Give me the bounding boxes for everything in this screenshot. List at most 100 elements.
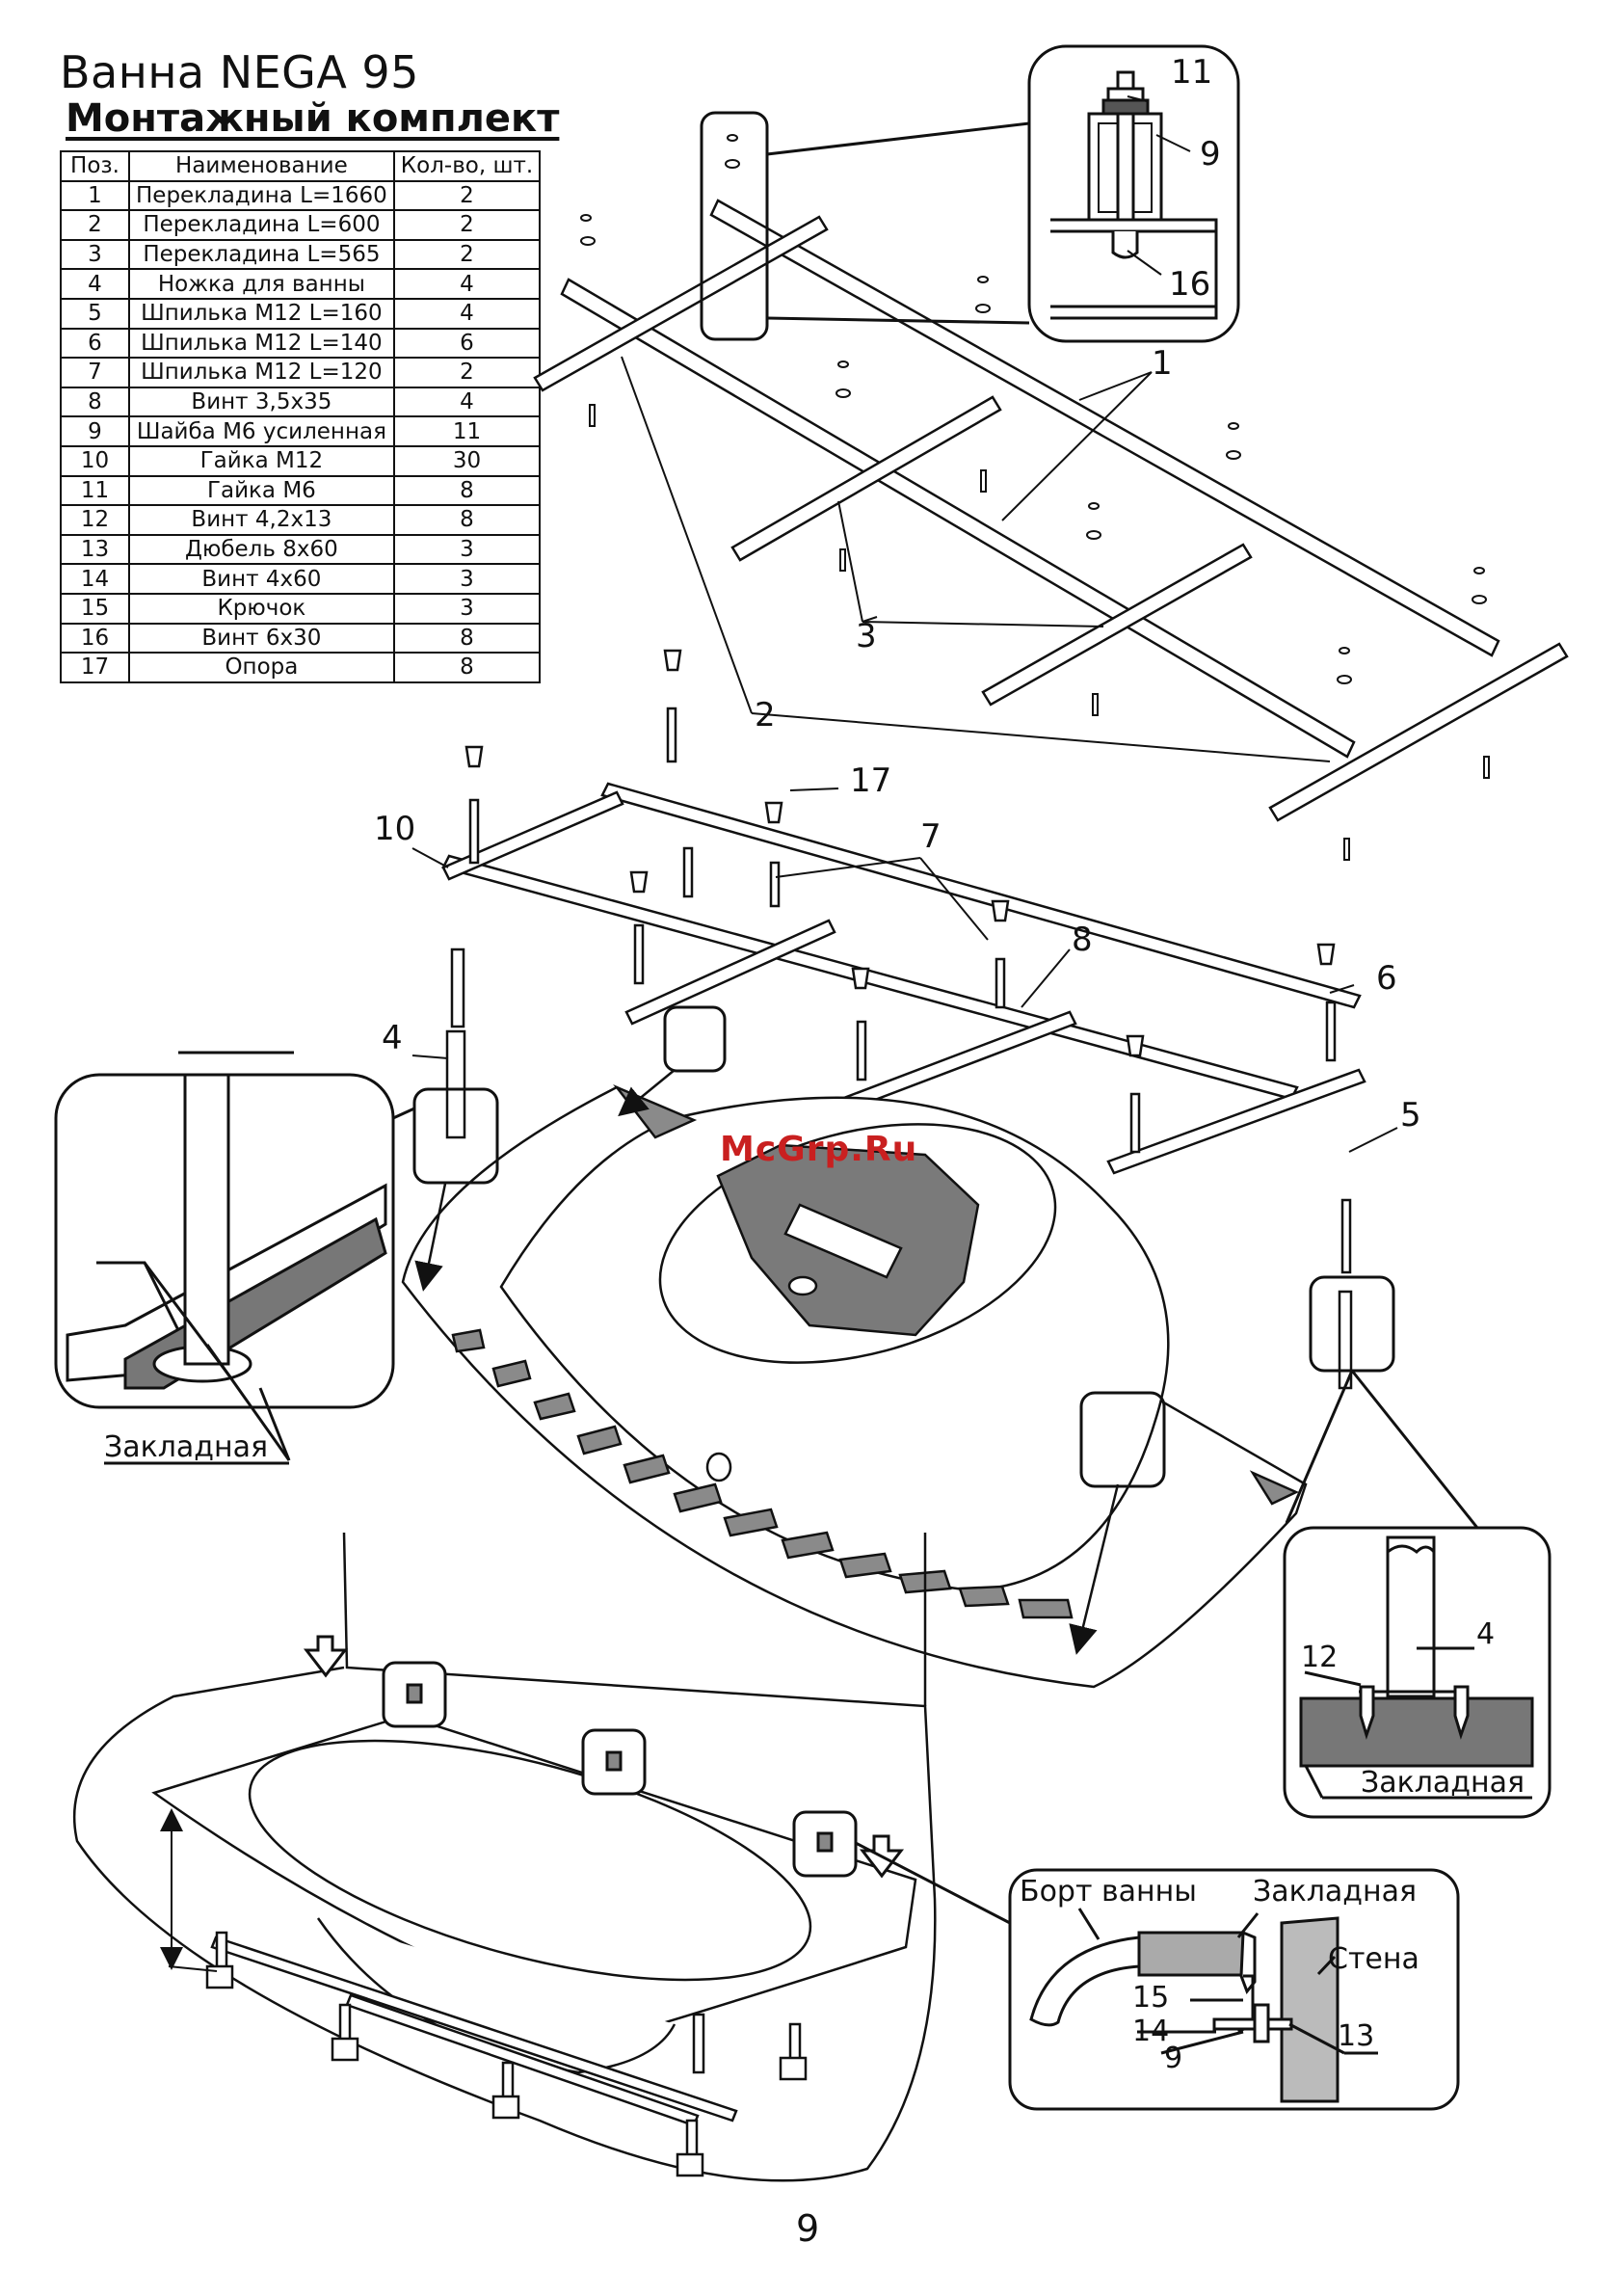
cell-name: Дюбель 8х60 (128, 533, 395, 566)
cell-position: 14 (60, 563, 130, 595)
callout-leaders (411, 95, 1398, 1153)
detail-top-9: 9 (1200, 135, 1221, 174)
callout-10: 10 (374, 810, 416, 848)
header-name: Наименование (128, 150, 395, 182)
table-header-row: Поз. Наименование Кол-во, шт. (60, 150, 542, 182)
callout-2: 2 (755, 696, 776, 734)
mid-beam-c (441, 790, 624, 881)
cell-position: 9 (60, 415, 130, 447)
cell-quantity: 3 (392, 563, 542, 595)
detail-top-fastener (700, 44, 1240, 343)
cell-position: 6 (60, 327, 130, 360)
installed-dimension (160, 1808, 218, 1972)
bathtub-top-view (401, 1083, 1308, 1689)
tub-overflow (705, 1452, 732, 1482)
cell-quantity: 3 (392, 533, 542, 566)
cell-quantity: 4 (392, 386, 542, 418)
callout-4: 4 (382, 1019, 403, 1057)
cell-position: 11 (60, 474, 130, 507)
cell-name: Винт 4,2х13 (128, 504, 395, 536)
cell-name: Опора (128, 652, 395, 683)
detail-wall-14: 14 (1132, 2015, 1170, 2048)
cell-position: 16 (60, 622, 130, 654)
cell-position: 8 (60, 386, 130, 418)
cell-position: 12 (60, 504, 130, 536)
cell-quantity: 6 (392, 327, 542, 360)
cell-name: Шпилька М12 L=160 (128, 297, 395, 330)
cell-position: 7 (60, 357, 130, 388)
detail-wall-wall: Стена (1328, 1942, 1419, 1976)
callout-6: 6 (1376, 959, 1397, 998)
cell-quantity: 2 (392, 179, 542, 212)
wall-outline (72, 1532, 937, 2182)
detail-right-embed: Закладная (1361, 1766, 1525, 1800)
callout-3: 3 (856, 617, 877, 655)
detail-wall-9: 9 (1164, 2042, 1183, 2075)
detail-wall-15: 15 (1132, 1981, 1170, 2015)
cell-quantity: 30 (392, 444, 542, 477)
cell-quantity: 4 (392, 297, 542, 330)
cell-position: 4 (60, 268, 130, 300)
cell-name: Шпилька М12 L=120 (128, 357, 395, 388)
installed-bathtub-view (72, 1532, 937, 2182)
cell-quantity: 2 (392, 238, 542, 271)
top-frame-exploded (533, 199, 1569, 822)
wall-hook-locators (303, 1635, 1011, 1925)
cell-name: Винт 6х30 (128, 622, 395, 654)
detail-highlight-box (700, 111, 769, 341)
cell-quantity: 8 (392, 474, 542, 507)
cell-quantity: 8 (392, 622, 542, 654)
middle-frame (441, 782, 1366, 1175)
cell-quantity: 2 (392, 357, 542, 388)
cell-name: Перекладина L=1660 (128, 179, 395, 212)
detail-locator-boxes (412, 1005, 1395, 1488)
cell-quantity: 8 (392, 504, 542, 536)
detail-wall-rim: Борт ванны (1020, 1875, 1197, 1909)
detail-wall-embed: Закладная (1253, 1875, 1418, 1909)
detail-wall-hook (1008, 1868, 1460, 2111)
long-beam-1a (709, 199, 1500, 657)
cell-name: Гайка М12 (128, 444, 395, 477)
cell-quantity: 11 (392, 415, 542, 447)
cell-name: Перекладина L=600 (128, 209, 395, 241)
cell-position: 1 (60, 179, 130, 212)
detail-right-4: 4 (1476, 1617, 1496, 1651)
installed-frame (205, 1931, 808, 2177)
cell-quantity: 2 (392, 209, 542, 241)
cell-name: Крючок (128, 592, 395, 625)
detail-leg-left (54, 1051, 415, 1465)
short-beam-2a (533, 215, 829, 392)
callout-7: 7 (920, 817, 942, 856)
cell-name: Перекладина L=565 (128, 238, 395, 271)
page-title: Ванна NEGA 95 (60, 46, 419, 98)
section-title: Монтажный комплект (66, 96, 560, 141)
detail-top-11: 11 (1171, 53, 1213, 92)
mid-beam-a (441, 854, 1299, 1101)
callout-17: 17 (850, 761, 892, 800)
cell-position: 10 (60, 444, 130, 477)
cell-name: Винт 4х60 (128, 563, 395, 595)
detail-top-16: 16 (1169, 265, 1211, 304)
header-quantity: Кол-во, шт. (392, 150, 542, 182)
detail-leg-right (1283, 1370, 1552, 1819)
cell-name: Шпилька М12 L=140 (128, 327, 395, 360)
cell-name: Винт 3,5х35 (128, 386, 395, 418)
short-beam-2b (1268, 642, 1569, 822)
